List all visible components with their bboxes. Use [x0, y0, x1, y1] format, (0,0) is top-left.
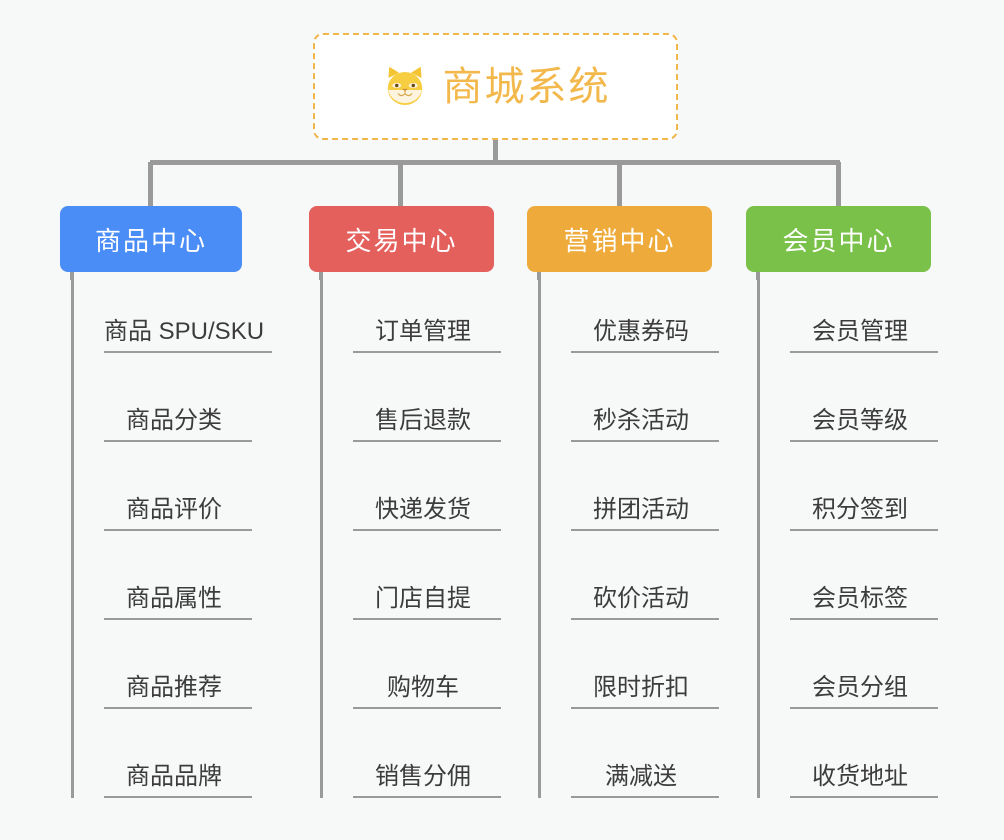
leaf-label: 秒杀活动 [571, 407, 719, 442]
leaf-label: 商品评价 [104, 496, 252, 531]
leaf-label: 商品属性 [104, 585, 252, 620]
leaf-label: 优惠券码 [571, 318, 719, 353]
leaf-label: 商品品牌 [104, 763, 252, 798]
list-item[interactable]: 商品分类 [74, 353, 301, 442]
leaf-label: 商品分类 [104, 407, 252, 442]
leaf-label: 积分签到 [790, 496, 938, 531]
branch-column-2: 交易中心 [309, 206, 494, 272]
list-item[interactable]: 商品推荐 [74, 620, 301, 709]
list-item[interactable]: 商品评价 [74, 442, 301, 531]
list-item[interactable]: 限时折扣 [541, 620, 753, 709]
list-item[interactable]: 秒杀活动 [541, 353, 753, 442]
branch-column-1: 商品中心 [60, 206, 242, 272]
leaf-label: 收货地址 [790, 763, 938, 798]
list-item[interactable]: 拼团活动 [541, 442, 753, 531]
list-item[interactable]: 砍价活动 [541, 531, 753, 620]
branch-header-member-center[interactable]: 会员中心 [746, 206, 931, 272]
root-title: 商城系统 [442, 64, 611, 109]
root-node[interactable]: 商城系统 [313, 33, 678, 140]
leaf-label: 订单管理 [353, 318, 501, 353]
list-item[interactable]: 快递发货 [323, 442, 535, 531]
list-item[interactable]: 门店自提 [323, 531, 535, 620]
list-item[interactable]: 商品 SPU/SKU [74, 272, 301, 353]
branch-header-marketing-center[interactable]: 营销中心 [527, 206, 712, 272]
list-item[interactable]: 商品品牌 [74, 709, 301, 798]
leaf-label: 会员等级 [790, 407, 938, 442]
leaf-label: 售后退款 [353, 407, 501, 442]
leaf-label: 砍价活动 [571, 585, 719, 620]
leaf-label: 拼团活动 [571, 496, 719, 531]
list-item[interactable]: 订单管理 [323, 272, 535, 353]
leaf-label: 快递发货 [353, 496, 501, 531]
leaf-label: 会员分组 [790, 674, 938, 709]
leaf-label: 购物车 [353, 674, 501, 709]
list-item[interactable]: 收货地址 [760, 709, 972, 798]
leaf-label: 满减送 [571, 763, 719, 798]
leaf-label: 限时折扣 [571, 674, 719, 709]
leaf-list-trade-center: 订单管理 售后退款 快递发货 门店自提 购物车 销售分佣 [320, 272, 535, 798]
leaf-list-member-center: 会员管理 会员等级 积分签到 会员标签 会员分组 收货地址 [757, 272, 972, 798]
branch-column-3: 营销中心 [527, 206, 712, 272]
branch-header-label: 营销中心 [563, 225, 676, 256]
list-item[interactable]: 购物车 [323, 620, 535, 709]
branch-header-label: 会员中心 [782, 225, 895, 256]
leaf-label: 商品推荐 [104, 674, 252, 709]
list-item[interactable]: 会员等级 [760, 353, 972, 442]
list-item[interactable]: 满减送 [541, 709, 753, 798]
list-item[interactable]: 会员分组 [760, 620, 972, 709]
list-item[interactable]: 积分签到 [760, 442, 972, 531]
list-item[interactable]: 售后退款 [323, 353, 535, 442]
list-item[interactable]: 销售分佣 [323, 709, 535, 798]
leaf-list-marketing-center: 优惠券码 秒杀活动 拼团活动 砍价活动 限时折扣 满减送 [538, 272, 753, 798]
branch-column-4: 会员中心 [746, 206, 931, 272]
branch-header-product-center[interactable]: 商品中心 [60, 206, 242, 272]
leaf-label: 商品 SPU/SKU [104, 318, 273, 353]
list-item[interactable]: 优惠券码 [541, 272, 753, 353]
branch-header-label: 交易中心 [345, 225, 458, 256]
list-item[interactable]: 会员标签 [760, 531, 972, 620]
branch-header-trade-center[interactable]: 交易中心 [309, 206, 494, 272]
list-item[interactable]: 商品属性 [74, 531, 301, 620]
leaf-label: 销售分佣 [353, 763, 501, 798]
leaf-label: 门店自提 [353, 585, 501, 620]
shiba-dog-icon [387, 66, 422, 105]
list-item[interactable]: 会员管理 [760, 272, 972, 353]
leaf-label: 会员管理 [790, 318, 938, 353]
leaf-label: 会员标签 [790, 585, 938, 620]
leaf-list-product-center: 商品 SPU/SKU 商品分类 商品评价 商品属性 商品推荐 商品品牌 [71, 272, 301, 798]
branch-header-label: 商品中心 [94, 225, 207, 256]
